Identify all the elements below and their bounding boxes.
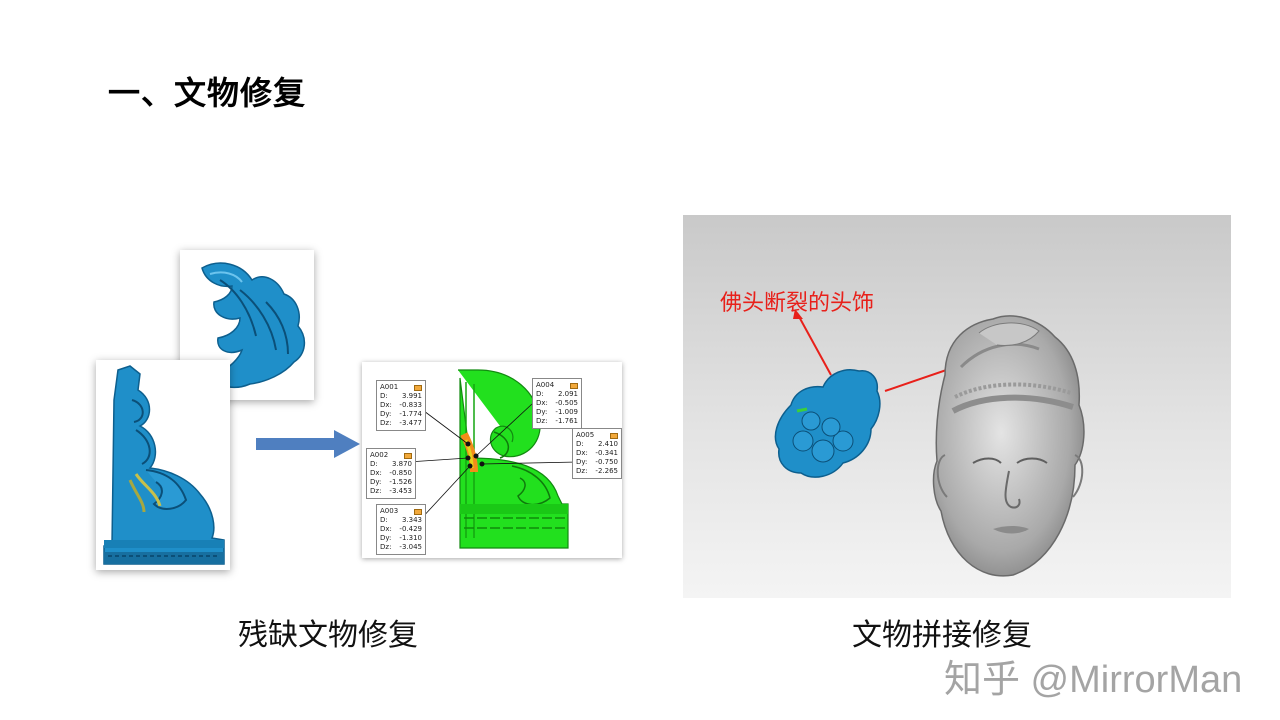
callout-key: Dz: bbox=[380, 419, 392, 427]
callout-a002: A002 D: 3.870 Dx: -0.850 Dy: -1.526 Dz: -3.4… bbox=[366, 448, 416, 499]
callout-value: 3.343 bbox=[401, 516, 422, 524]
callout-value: -3.453 bbox=[389, 487, 412, 495]
callout-key: Dx: bbox=[536, 399, 548, 407]
callout-id: A005 bbox=[576, 431, 595, 439]
callout-a001: A001 D: 3.991 Dx: -0.833 Dy: -1.774 Dz: -3.4… bbox=[376, 380, 426, 431]
callout-key: Dz: bbox=[576, 467, 588, 475]
slide-title: 一、文物修复 bbox=[108, 74, 307, 112]
callout-value: -3.477 bbox=[399, 419, 422, 427]
callout-key: Dx: bbox=[370, 469, 382, 477]
callout-a003: A003 D: 3.343 Dx: -0.429 Dy: -1.310 Dz: -3.0… bbox=[376, 504, 426, 555]
callout-key: Dz: bbox=[536, 417, 548, 425]
callout-value: -0.429 bbox=[399, 525, 422, 533]
callout-value: -1.761 bbox=[555, 417, 578, 425]
callout-key: D: bbox=[370, 460, 378, 468]
caption-relic-splicing-repair: 文物拼接修复 bbox=[852, 618, 1032, 653]
callout-value: -1.310 bbox=[399, 534, 422, 542]
callout-key: Dy: bbox=[576, 458, 588, 466]
color-swatch bbox=[570, 382, 578, 389]
callout-key: D: bbox=[380, 516, 388, 524]
callout-value: -1.526 bbox=[389, 478, 412, 486]
color-swatch bbox=[610, 432, 618, 439]
broken-artifact-scan-image bbox=[96, 360, 230, 570]
callout-id: A002 bbox=[370, 451, 389, 459]
callout-key: D: bbox=[536, 390, 544, 398]
callout-value: -0.833 bbox=[399, 401, 422, 409]
callout-key: Dy: bbox=[536, 408, 548, 416]
callout-value: 2.410 bbox=[597, 440, 618, 448]
callout-value: 3.991 bbox=[401, 392, 422, 400]
callout-value: -0.341 bbox=[595, 449, 618, 457]
callout-key: Dz: bbox=[380, 543, 392, 551]
callout-value: -3.045 bbox=[399, 543, 422, 551]
callout-id: A004 bbox=[536, 381, 555, 389]
callout-key: Dx: bbox=[380, 401, 392, 409]
color-swatch bbox=[404, 452, 412, 459]
callout-key: D: bbox=[576, 440, 584, 448]
callout-key: Dz: bbox=[370, 487, 382, 495]
broken-headdress-label: 佛头断裂的头饰 bbox=[720, 291, 875, 316]
callout-value: -0.505 bbox=[555, 399, 578, 407]
deviation-analysis-image: A001 D: 3.991 Dx: -0.833 Dy: -1.774 Dz: -3.4… bbox=[362, 362, 622, 558]
callout-id: A001 bbox=[380, 383, 399, 391]
callout-key: Dy: bbox=[380, 534, 392, 542]
buddha-head-scan-image: 佛头断裂的头饰 bbox=[683, 215, 1231, 598]
callout-value: -0.750 bbox=[595, 458, 618, 466]
color-swatch bbox=[414, 508, 422, 515]
callout-key: Dy: bbox=[370, 478, 382, 486]
process-arrow-icon bbox=[256, 430, 360, 458]
callout-value: 2.091 bbox=[557, 390, 578, 398]
callout-id: A003 bbox=[380, 507, 399, 515]
color-swatch bbox=[414, 384, 422, 391]
watermark: 知乎 @MirrorMan bbox=[944, 659, 1243, 701]
callout-key: Dy: bbox=[380, 410, 392, 418]
callout-value: -1.009 bbox=[555, 408, 578, 416]
callout-value: 3.870 bbox=[391, 460, 412, 468]
callout-value: -0.850 bbox=[389, 469, 412, 477]
callout-value: -1.774 bbox=[399, 410, 422, 418]
callout-key: D: bbox=[380, 392, 388, 400]
callout-value: -2.265 bbox=[595, 467, 618, 475]
callout-key: Dx: bbox=[576, 449, 588, 457]
callout-key: Dx: bbox=[380, 525, 392, 533]
callout-a005: A005 D: 2.410 Dx: -0.341 Dy: -0.750 Dz: -2.2… bbox=[572, 428, 622, 479]
caption-damaged-relic-repair: 残缺文物修复 bbox=[238, 618, 418, 653]
callout-a004: A004 D: 2.091 Dx: -0.505 Dy: -1.009 Dz: -1.7… bbox=[532, 378, 582, 429]
